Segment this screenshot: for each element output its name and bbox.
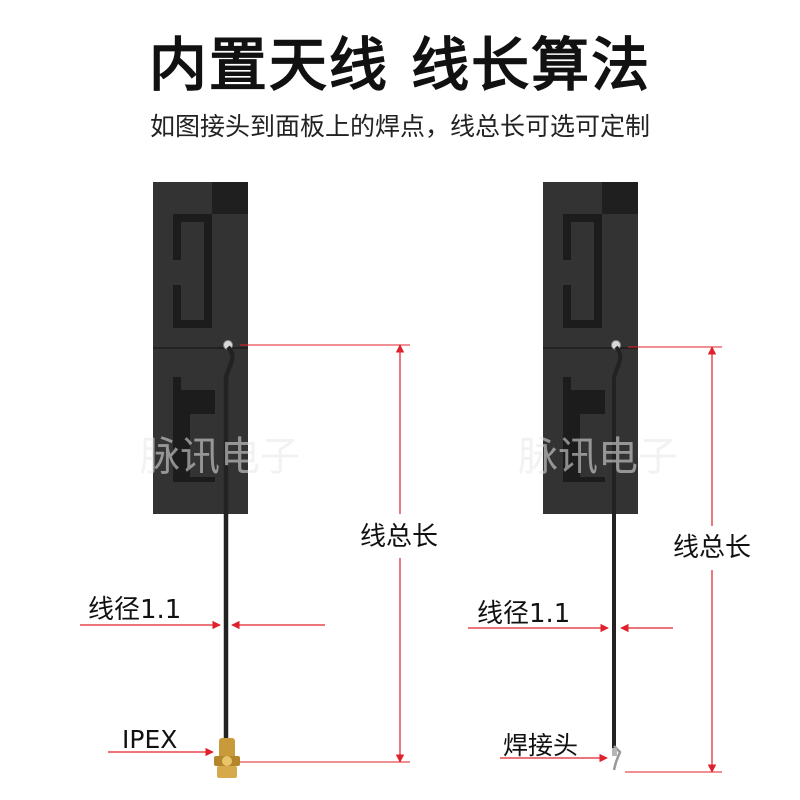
right-antenna-panel <box>543 182 638 514</box>
solder-tip <box>612 745 622 771</box>
left-antenna-panel <box>153 182 248 514</box>
left-antenna: 线总长 线径1.1 IPEX 脉讯电子 <box>80 182 448 778</box>
left-antenna-cable <box>223 345 235 740</box>
left-diameter-label: 线径1.1 <box>88 595 181 625</box>
page-subtitle: 如图接头到面板上的焊点，线总长可选可定制 <box>149 112 650 141</box>
left-total-length-label: 线总长 <box>360 522 438 552</box>
ipex-label: IPEX <box>122 725 177 754</box>
right-antenna: 线总长 线径1.1 焊接头 脉讯电子 <box>468 182 760 773</box>
right-diameter-label: 线径1.1 <box>477 599 570 629</box>
page-title: 内置天线 线长算法 <box>148 31 652 99</box>
solder-label: 焊接头 <box>503 731 578 760</box>
left-watermark: 脉讯电子 <box>140 434 300 480</box>
right-watermark: 脉讯电子 <box>518 434 678 480</box>
right-total-length-label: 线总长 <box>673 533 751 563</box>
right-antenna-cable <box>612 345 623 748</box>
ipex-connector <box>214 738 240 778</box>
